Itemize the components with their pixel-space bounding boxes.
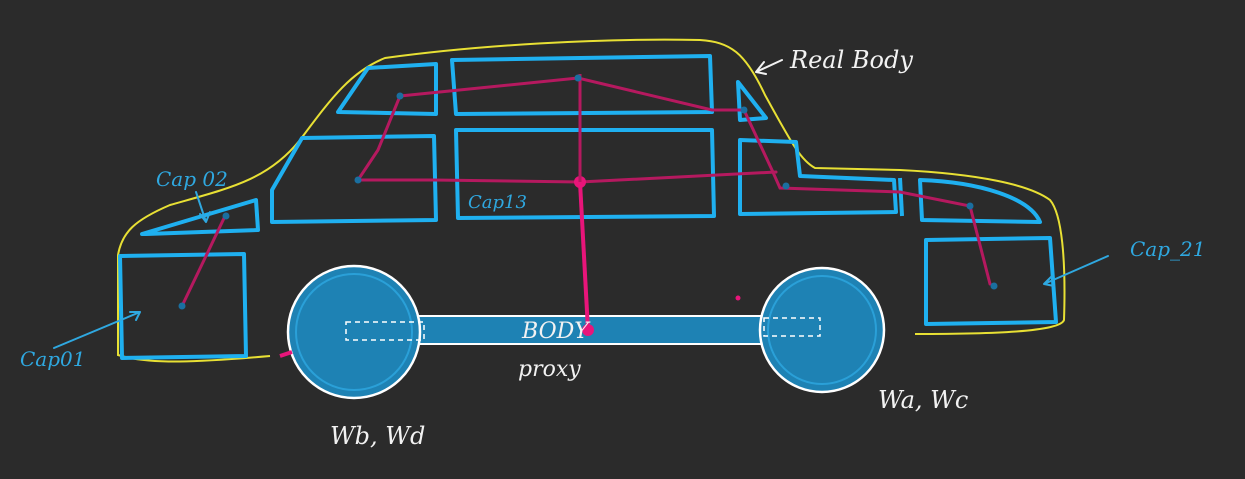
panel-rear-door: [270, 134, 438, 224]
label-real-body: Real Body: [789, 46, 913, 74]
arrow-real-body: [755, 59, 783, 75]
real-body-outline: [117, 38, 1066, 363]
panel-hood: [918, 178, 1042, 224]
panel-rear-window: [336, 62, 438, 116]
panel-center-door: [454, 128, 716, 220]
body-link-line: [578, 181, 590, 331]
label-body: BODY: [521, 319, 591, 344]
label-cap01: Cap01: [20, 347, 85, 371]
panel-front-window: [736, 80, 768, 122]
arrow-cap01: [53, 311, 141, 349]
panel-cap21: [924, 236, 1058, 326]
link-lines: [180, 76, 992, 308]
annotation-arrows: [53, 59, 1109, 349]
node-dots: [178, 74, 998, 310]
label-proxy: proxy: [518, 357, 581, 382]
panel-cap01: [118, 252, 248, 360]
wheel-front: [758, 266, 886, 394]
arrow-cap21: [1043, 255, 1109, 287]
label-cap02: Cap 02: [156, 167, 228, 191]
panel-roof-center: [450, 54, 714, 116]
wheels: [286, 264, 886, 400]
collision-panels: [118, 54, 1058, 360]
arrow-cap02: [195, 191, 211, 223]
body-link-bottom: [582, 324, 594, 336]
label-wa-wc: Wa, Wc: [878, 386, 968, 414]
label-cap13: Cap13: [468, 192, 527, 213]
label-cap21: Cap_21: [1130, 237, 1205, 261]
panel-front-door: [738, 138, 898, 216]
panel-cap02: [140, 198, 260, 236]
label-wb-wd: Wb, Wd: [330, 422, 425, 450]
panel-pillar: [898, 177, 904, 217]
wheel-rear: [286, 264, 422, 400]
